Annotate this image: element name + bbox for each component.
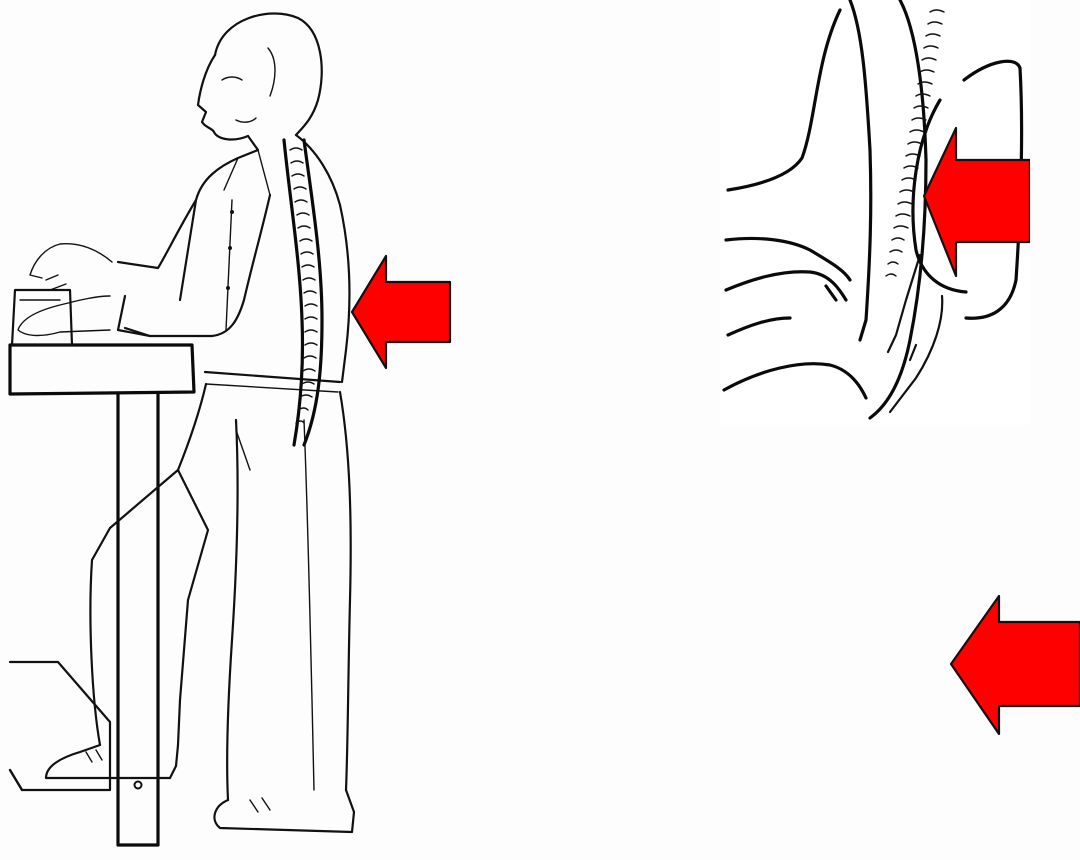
torso	[180, 135, 349, 392]
legs	[90, 384, 350, 800]
standing-worker-figure	[0, 0, 470, 860]
arms	[18, 195, 270, 336]
lumbar-arrow	[352, 256, 450, 368]
lumbar-detail-inset	[720, 0, 1030, 425]
workpiece	[12, 290, 72, 345]
standalone-arrow	[945, 590, 1080, 740]
red-left-arrow	[951, 596, 1080, 734]
head	[198, 14, 322, 140]
spine	[284, 140, 322, 445]
detail-arrow	[924, 128, 1030, 276]
workbench	[10, 345, 194, 845]
shoes	[46, 745, 354, 832]
seated-back-closeup	[724, 0, 926, 418]
footrest	[10, 662, 110, 790]
